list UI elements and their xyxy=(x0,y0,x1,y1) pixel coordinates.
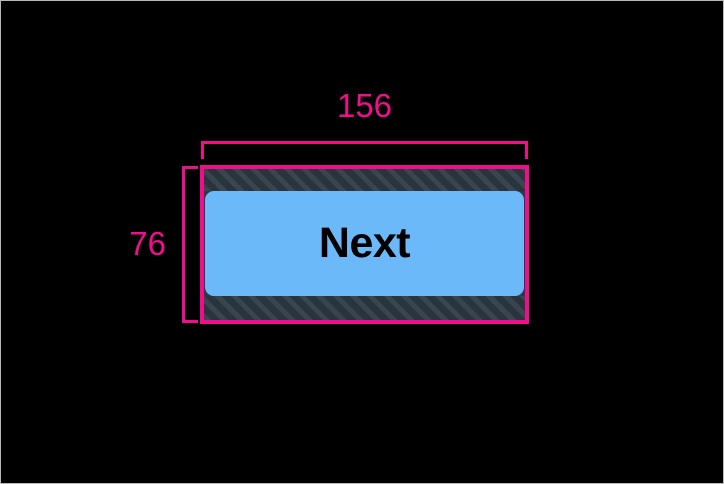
width-dimension-label: 156 xyxy=(336,87,393,124)
next-button[interactable]: Next xyxy=(205,191,524,296)
button-row: Next xyxy=(204,191,525,296)
measurement-outline-rect xyxy=(200,165,529,324)
widget-container: Next xyxy=(204,169,525,320)
hatched-padding-bottom xyxy=(204,296,525,320)
width-dimension-bracket xyxy=(201,141,528,159)
height-dimension-bracket xyxy=(182,166,198,323)
hatched-padding-top xyxy=(204,169,525,191)
height-dimension-label: 76 xyxy=(129,225,166,262)
